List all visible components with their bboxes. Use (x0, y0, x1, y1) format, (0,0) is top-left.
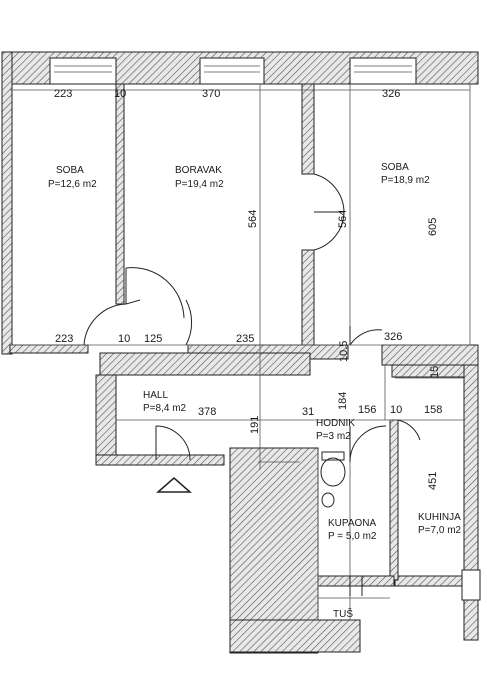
dim-v-605: 605 (427, 218, 439, 236)
room-soba-right-area: P=18,9 m2 (381, 175, 430, 186)
dim-v-564-soba: 564 (337, 210, 349, 228)
dim-top-223: 223 (54, 88, 72, 100)
room-hodnik-area: P=3 m2 (316, 431, 351, 442)
entrance-arrow-icon (156, 477, 192, 493)
wall-left (1, 51, 13, 355)
window-middle (199, 57, 265, 85)
dimension-labels: 223 10 370 326 564 564 605 223 10 125 23… (54, 88, 442, 490)
door-kupaona (349, 425, 387, 463)
sink-icon (321, 492, 335, 508)
wall-kupaona-bottom (317, 575, 395, 587)
dim-v-10-5: 10,5 (338, 341, 350, 362)
wall-boravak-soba-lower (301, 249, 315, 347)
wall-hall-bottom (95, 454, 225, 466)
dim-top-10: 10 (114, 88, 126, 100)
wall-hall-left (95, 374, 117, 456)
room-kupaona-name: KUPAONA (328, 518, 376, 529)
wall-hall-top (99, 352, 311, 376)
wall-boravak-soba (301, 83, 315, 175)
dim-h-156: 156 (358, 404, 376, 416)
room-kupaona-area: P = 5,0 m2 (328, 531, 377, 542)
window-right (349, 57, 417, 85)
door-soba-left (83, 267, 185, 346)
dim-hall-378: 378 (198, 406, 216, 418)
dim-mid-223: 223 (55, 333, 73, 345)
dim-v-451: 451 (427, 472, 439, 490)
door-soba-right (349, 326, 383, 346)
door-double (313, 173, 345, 251)
dim-mid-10: 10 (118, 333, 130, 345)
wall-middle-b (381, 344, 479, 366)
wall-kuhinja-bottom (394, 575, 466, 587)
dim-v-191: 191 (249, 416, 261, 434)
dim-mid-326: 326 (384, 331, 402, 343)
room-hall-name: HALL (143, 390, 168, 401)
door-tus (349, 576, 363, 596)
walls (1, 51, 479, 654)
room-kuhinja-area: P=7,0 m2 (418, 525, 462, 536)
wall-soba-boravak (115, 83, 125, 305)
fixtures (156, 451, 346, 508)
dim-mid-235: 235 (236, 333, 254, 345)
dim-v-15: 15 (429, 366, 441, 378)
room-hodnik-name: HODNIK (316, 418, 355, 429)
wall-kupaona-kuhinja (389, 419, 399, 581)
dim-h-10: 10 (390, 404, 402, 416)
window-left (49, 57, 117, 85)
dim-top-326: 326 (382, 88, 400, 100)
toilet-icon (320, 451, 346, 487)
room-kuhinja-name: KUHINJA (418, 512, 461, 523)
doors (83, 173, 421, 596)
window-kuhinja (461, 569, 481, 601)
wall-bottom-band (229, 619, 361, 653)
dim-top-370: 370 (202, 88, 220, 100)
room-soba-right-name: SOBA (381, 162, 409, 173)
wall-middle-left (9, 344, 89, 354)
dim-v-184: 184 (337, 392, 349, 410)
room-boravak-name: BORAVAK (175, 165, 222, 176)
room-labels: SOBA P=12,6 m2 BORAVAK P=19,4 m2 SOBA P=… (48, 162, 462, 620)
room-soba-left-name: SOBA (56, 165, 84, 176)
door-boravak (185, 299, 193, 346)
room-soba-left-area: P=12,6 m2 (48, 179, 97, 190)
windows (49, 57, 481, 601)
room-boravak-area: P=19,4 m2 (175, 179, 224, 190)
dim-v-564-boravak: 564 (247, 210, 259, 228)
door-hall (155, 425, 191, 461)
dim-mid-125: 125 (144, 333, 162, 345)
room-tus-name: TUŠ (333, 607, 353, 620)
dim-h-158: 158 (424, 404, 442, 416)
room-hall-area: P=8,4 m2 (143, 403, 187, 414)
dim-hall-31: 31 (302, 406, 314, 418)
door-kuhinja (397, 419, 421, 441)
